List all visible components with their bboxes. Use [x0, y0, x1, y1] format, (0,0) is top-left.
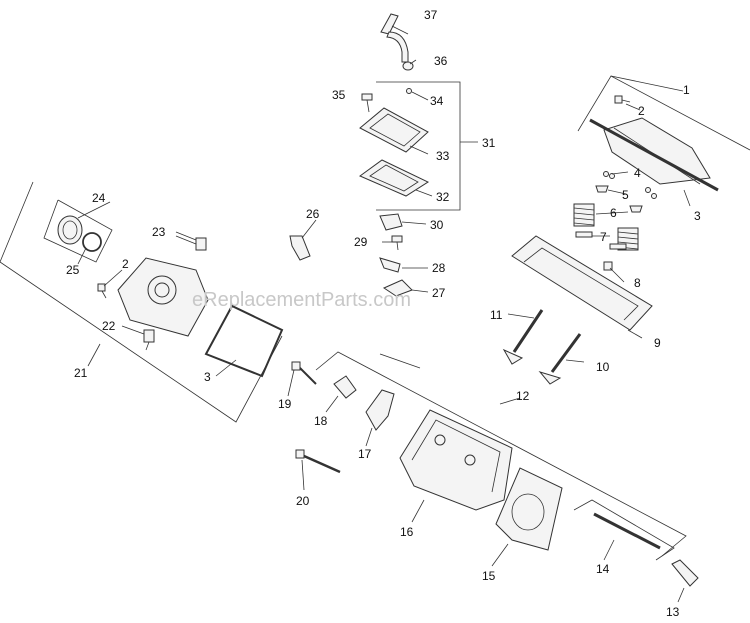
- callout-10: 10: [596, 360, 610, 374]
- part-28: [379, 257, 401, 273]
- callout-3-right: 3: [694, 209, 701, 223]
- part-18: [333, 375, 357, 399]
- callout-1: 1: [683, 83, 690, 97]
- callout-26: 26: [306, 207, 320, 221]
- breather-gasket-part-32: [358, 159, 430, 197]
- gasket-part-3-left: [204, 304, 284, 378]
- callout-18: 18: [314, 414, 328, 428]
- cylinder-head-part-16: [399, 409, 513, 511]
- screw-part-35: [361, 93, 373, 113]
- group-bracket-12: [315, 351, 687, 557]
- callout-14: 14: [596, 562, 610, 576]
- callout-8: 8: [634, 276, 641, 290]
- head-gasket-part-15: [495, 467, 563, 551]
- fitting-part-22: [143, 329, 155, 351]
- callout-21: 21: [74, 366, 88, 380]
- screw-part-2-right: [614, 95, 631, 104]
- part-8: [603, 261, 613, 271]
- part-30: [379, 213, 403, 231]
- cylinder-head-part-9: [511, 235, 653, 331]
- valve-part-11: [502, 309, 544, 365]
- callout-9: 9: [654, 336, 661, 350]
- callout-36: 36: [434, 54, 448, 68]
- valve-part-10: [538, 333, 582, 385]
- callout-17: 17: [358, 447, 372, 461]
- callout-7: 7: [600, 230, 607, 244]
- callout-35: 35: [332, 88, 346, 102]
- callout-33: 33: [436, 149, 450, 163]
- o-ring-part-25: [82, 232, 102, 252]
- leader-lines: [77, 25, 691, 603]
- guides-part-7: [575, 231, 627, 250]
- rocker-part-17: [365, 389, 395, 431]
- callout-27: 27: [432, 286, 446, 300]
- callout-25: 25: [66, 263, 80, 277]
- bracket-part-26: [289, 235, 311, 261]
- callout-4: 4: [634, 166, 641, 180]
- callout-2-right: 2: [638, 104, 645, 118]
- callout-11: 11: [490, 308, 503, 322]
- breather-cover-part-33: [359, 107, 429, 153]
- callout-30: 30: [430, 218, 444, 232]
- callout-3-left: 3: [204, 370, 211, 384]
- callout-24: 24: [92, 191, 106, 205]
- callout-32: 32: [436, 190, 450, 204]
- screw-part-29: [391, 235, 403, 251]
- group-bracket-31: [376, 81, 461, 211]
- group-bracket-14: [573, 499, 675, 561]
- bolt-part-19: [291, 361, 317, 385]
- callout-23: 23: [152, 225, 166, 239]
- dipstick-part-37: [380, 13, 409, 63]
- cap-part-24: [57, 215, 83, 245]
- sensor-part-23: [175, 235, 207, 251]
- callout-20: 20: [296, 494, 310, 508]
- callout-19: 19: [278, 397, 292, 411]
- keepers-part-4: [603, 171, 657, 199]
- gasket-part-3-right: [589, 118, 719, 192]
- callout-6: 6: [610, 206, 617, 220]
- callout-5: 5: [622, 188, 629, 202]
- callout-16: 16: [400, 525, 414, 539]
- group-bracket-24: [43, 199, 113, 263]
- part-34: [406, 88, 412, 94]
- retainers-part-5: [595, 185, 643, 213]
- callout-31: 31: [482, 136, 496, 150]
- callout-22: 22: [102, 319, 116, 333]
- callout-34: 34: [430, 94, 444, 108]
- callout-12: 12: [516, 389, 530, 403]
- callout-15: 15: [482, 569, 496, 583]
- screw-part-2-left: [97, 283, 107, 299]
- bolt-part-20: [295, 449, 341, 474]
- callout-28: 28: [432, 261, 446, 275]
- callout-2-left: 2: [122, 257, 129, 271]
- group-bracket-21: [0, 181, 283, 423]
- callout-37: 37: [424, 8, 438, 22]
- part-13: [671, 559, 699, 587]
- callout-29: 29: [354, 235, 368, 249]
- watermark-text: eReplacementParts.com: [192, 289, 411, 311]
- push-rod-part-14: [593, 512, 661, 550]
- callout-13: 13: [666, 605, 680, 619]
- valve-cover-part-1: [603, 117, 711, 185]
